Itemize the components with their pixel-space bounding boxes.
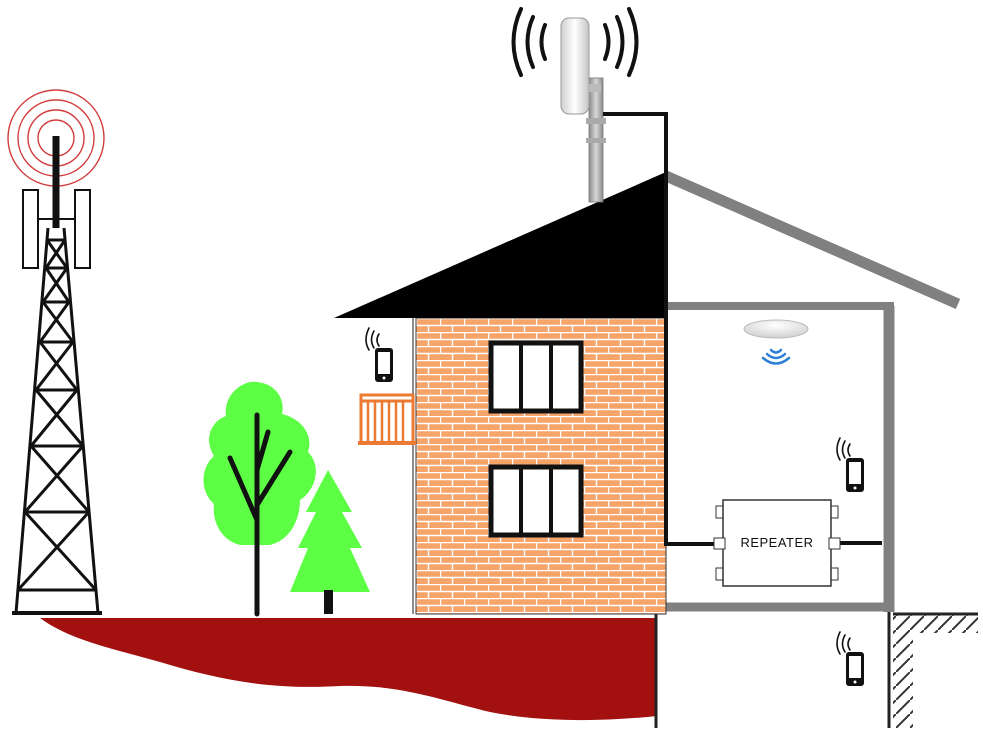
cell-tower-icon (7, 89, 105, 615)
roof (334, 172, 666, 318)
window-lower (488, 464, 584, 538)
window-upper (488, 340, 584, 414)
balcony-icon (358, 393, 416, 445)
antenna-cable (603, 112, 722, 546)
tower-panel-right (74, 189, 91, 269)
indoor-antenna-icon (743, 319, 809, 365)
tree-icon (203, 381, 316, 617)
smartphone-icon (836, 631, 864, 686)
tower-lattice (12, 227, 102, 615)
repeater-label: REPEATER (740, 535, 813, 550)
house-frame (663, 170, 961, 612)
outdoor-antenna-icon (511, 7, 639, 203)
smartphone-icon (836, 437, 864, 492)
basement-walls (654, 612, 978, 728)
antenna-signal-waves (511, 7, 639, 77)
tower-panel-left (22, 189, 39, 269)
smartphone-icon (365, 327, 393, 382)
pine-tree-icon (290, 470, 370, 614)
repeater-icon: REPEATER (713, 499, 841, 587)
ground (40, 618, 657, 721)
